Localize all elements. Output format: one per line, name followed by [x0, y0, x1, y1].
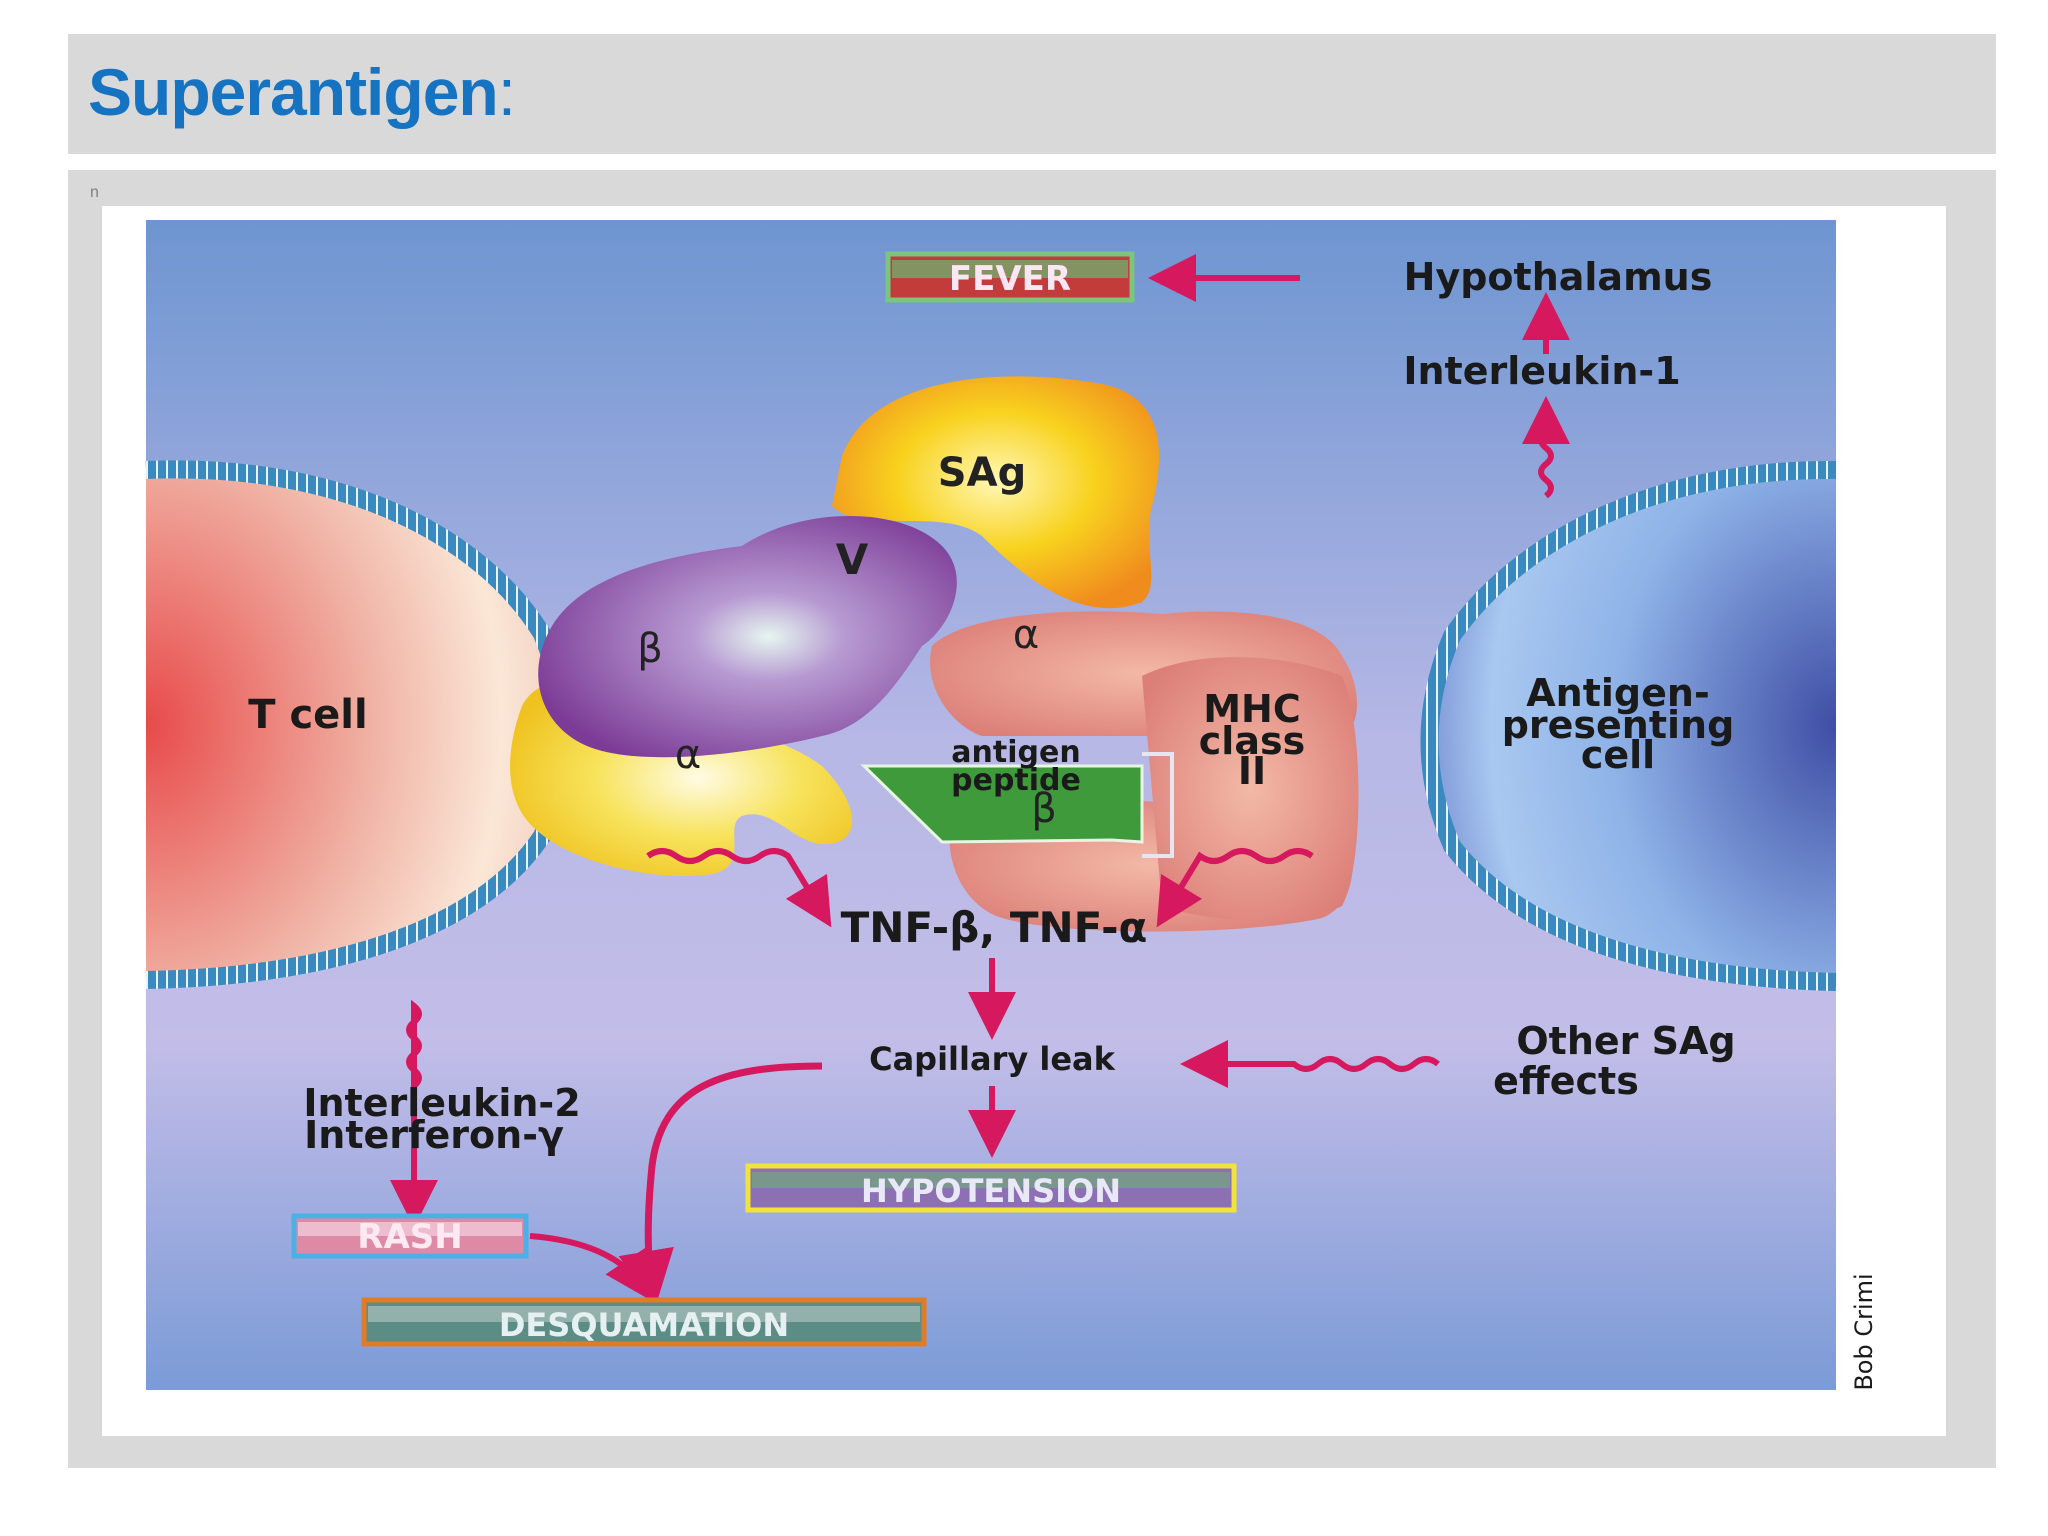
mhc-label-line3: II: [1238, 749, 1266, 793]
interferon-label: Interferon-γ: [304, 1113, 564, 1157]
fever-label: FEVER: [949, 259, 1071, 299]
wavy-arrow-other-to-capillary: [1180, 1040, 1440, 1088]
title-bar: Superantigen:: [68, 34, 1996, 154]
hypotension-label: HYPOTENSION: [861, 1172, 1121, 1210]
bullet-marker: n: [90, 184, 99, 201]
content-area: n: [68, 170, 1996, 1468]
wavy-arrow-apc-to-tnf: [1156, 848, 1314, 928]
fever-box: FEVER: [885, 251, 1135, 303]
other-sag-label-line2: effects: [1493, 1059, 1639, 1103]
interleukin2-label: Interleukin-2: [303, 1081, 580, 1125]
mhc-label-line1: MHC: [1203, 687, 1301, 731]
tnf-label: TNF-β, TNF-α: [841, 903, 1148, 952]
slide-title: Superantigen:: [88, 54, 516, 130]
t-cell-label: T cell: [248, 692, 367, 738]
hypotension-box: HYPOTENSION: [745, 1163, 1237, 1213]
antigen-peptide: [860, 752, 1174, 858]
slide-title-text: Superantigen: [88, 55, 499, 129]
figure-frame: SAg V β α α β antigen peptide MHC class …: [102, 206, 1946, 1436]
mhc-beta-label: β: [1031, 786, 1057, 832]
wavy-arrow-tcell-to-tnf: [646, 848, 832, 928]
tcr-alpha-label: α: [675, 732, 701, 778]
rash-box: RASH: [291, 1213, 529, 1259]
wavy-arrow-apc-to-il1: [1522, 396, 1570, 499]
mhc-label-line2: class: [1199, 719, 1305, 763]
tcr-beta-label: β: [637, 626, 663, 672]
hypothalamus-label: Hypothalamus: [1404, 255, 1713, 299]
apc-label-line3: cell: [1581, 733, 1655, 777]
capillary-leak-label: Capillary leak: [869, 1040, 1116, 1078]
v-label: V: [836, 535, 869, 584]
mhc-class-ii: [930, 611, 1359, 932]
superantigen-diagram: SAg V β α α β antigen peptide MHC class …: [145, 220, 1878, 1391]
wavy-arrow-tcell-to-il2: [406, 999, 422, 1186]
antigen-presenting-cell: [1420, 460, 1837, 991]
desquamation-box: DESQUAMATION: [361, 1297, 927, 1347]
tcr-beta-chain: [538, 516, 957, 758]
interleukin1-label: Interleukin-1: [1403, 349, 1680, 393]
other-sag-label-line1: Other SAg: [1516, 1019, 1735, 1063]
arrow-capillary-to-desquamation: [618, 1062, 823, 1307]
artist-credit: Bob Crimi: [1850, 1273, 1878, 1390]
peptide-label: peptide: [951, 763, 1081, 798]
apc-label-line1: Antigen-: [1526, 671, 1709, 715]
antigen-label: antigen: [951, 735, 1080, 770]
mhc-alpha-label: α: [1013, 612, 1039, 658]
rash-label: RASH: [357, 1217, 462, 1257]
slide-title-colon: :: [497, 55, 516, 129]
desquamation-label: DESQUAMATION: [499, 1306, 789, 1344]
apc-label-line2: presenting: [1502, 703, 1735, 747]
superantigen-shape: [832, 376, 1160, 609]
sag-label: SAg: [938, 450, 1026, 496]
